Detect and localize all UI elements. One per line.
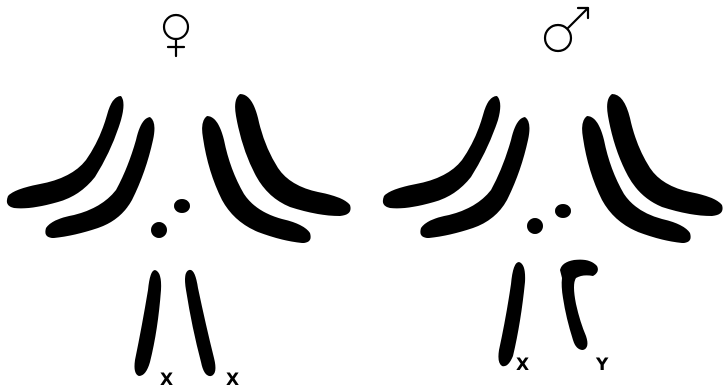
- chromosome-dot-lower: [527, 218, 543, 234]
- chromosome-right-outer: [235, 94, 350, 216]
- female-symbol-icon: [164, 15, 188, 56]
- label-x: X: [516, 355, 529, 375]
- male-panel: X Y: [383, 8, 723, 375]
- chromosome-x-right: [185, 270, 215, 376]
- label-x-left: X: [160, 370, 173, 390]
- chromosome-y: [560, 260, 598, 350]
- chromosome-left-outer: [383, 96, 500, 208]
- chromosome-left-inner: [420, 117, 529, 238]
- chromosome-left-outer: [7, 96, 124, 208]
- chromosome-dot-upper: [555, 204, 571, 218]
- chromosome-dot-upper: [174, 199, 190, 213]
- chromosome-x-left: [135, 270, 162, 376]
- chromosome-x: [498, 262, 525, 366]
- female-panel: X X: [7, 15, 351, 390]
- label-x-right: X: [226, 370, 239, 390]
- label-y: Y: [595, 355, 609, 375]
- male-symbol-icon: [545, 8, 588, 51]
- chromosome-dot-lower: [151, 222, 167, 238]
